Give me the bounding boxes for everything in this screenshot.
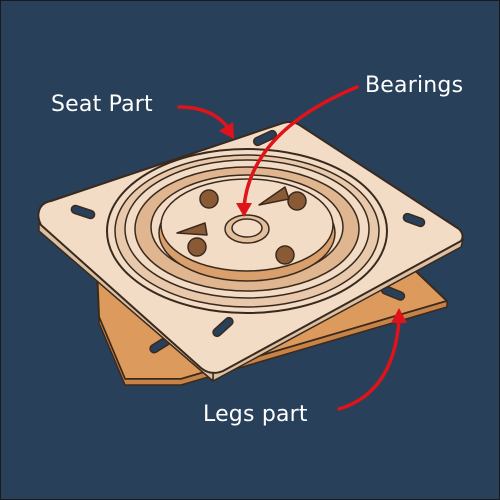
bearings-label: Bearings [365, 73, 464, 98]
bearings-arrow [242, 85, 359, 209]
seat-part-label: Seat Part [51, 92, 153, 117]
seat-arrow [177, 105, 231, 131]
legs-arrow [337, 319, 401, 411]
label-arrows [177, 85, 407, 411]
legs-part-label: Legs part [203, 402, 308, 427]
center-hub [176, 186, 307, 265]
